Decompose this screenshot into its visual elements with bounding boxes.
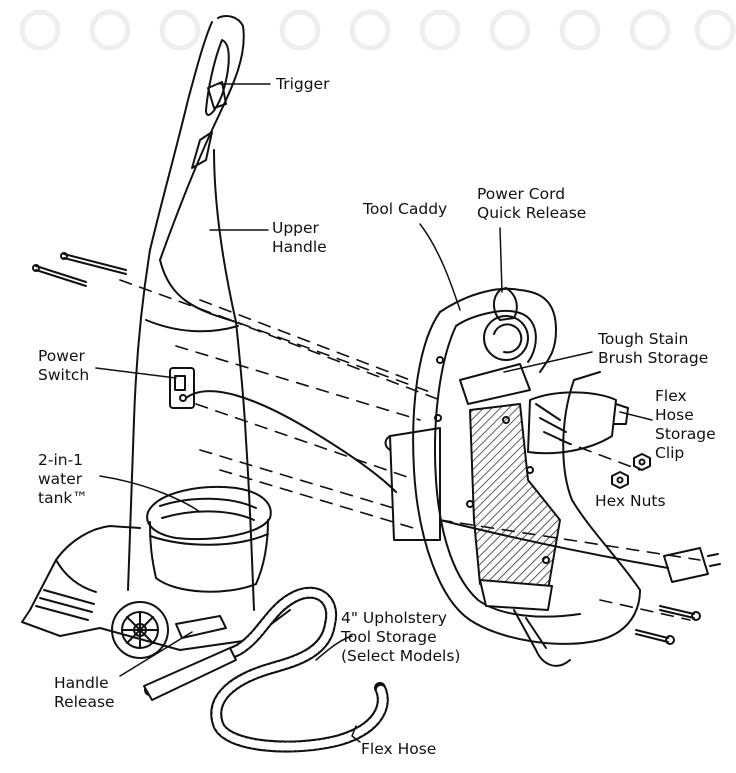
label-upper-handle: Upper Handle	[272, 219, 327, 256]
caddy-screws	[635, 605, 701, 645]
background-watermark	[19, 9, 736, 51]
label-water-tank: 2-in-1 water tank™	[38, 451, 88, 507]
leader-lines	[95, 83, 653, 743]
power-cord	[185, 390, 397, 493]
label-hex-nuts: Hex Nuts	[595, 492, 666, 510]
tool-caddy	[384, 287, 641, 667]
hex-nuts	[611, 453, 651, 489]
label-tough-stain-brush-storage: Tough Stain Brush Storage	[598, 330, 709, 367]
upright-cleaner	[21, 15, 291, 659]
label-flex-hose: Flex Hose	[361, 740, 437, 758]
label-power-cord-quick-release: Power Cord Quick Release	[477, 185, 587, 222]
power-plug	[439, 519, 721, 583]
label-power-switch: Power Switch	[38, 347, 90, 384]
label-flex-hose-storage-clip: Flex Hose Storage Clip	[655, 387, 716, 462]
label-handle-release: Handle Release	[54, 674, 115, 711]
assembly-lines	[119, 279, 701, 621]
label-tool-caddy: Tool Caddy	[363, 200, 448, 218]
label-upholstery-tool-storage: 4" Upholstery Tool Storage (Select Model…	[341, 609, 461, 665]
label-trigger: Trigger	[276, 75, 330, 93]
flex-hose	[143, 586, 389, 753]
